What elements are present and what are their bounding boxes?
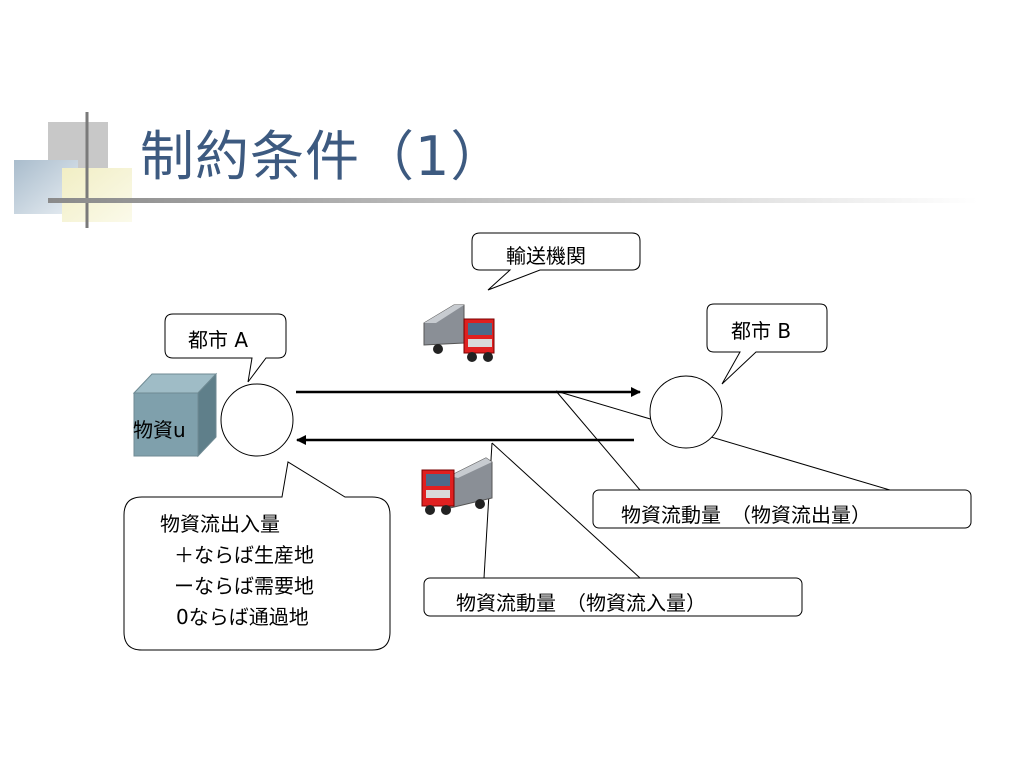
net-flow-text: 物資流出入量 ＋ならば生産地 ーならば需要地 0ならば通過地 [160,509,314,633]
net-flow-line: ＋ならば生産地 [174,543,314,567]
city-b-label: 都市 B [731,319,792,343]
city-a-node [220,383,294,457]
truck-icon [421,457,493,515]
title-rule [48,198,978,203]
outflow-label-box [592,489,972,529]
slide-title: 制約条件（1） [140,125,506,188]
net-flow-callout [123,461,391,651]
transport-callout [471,232,641,291]
goods-box-icon [132,372,218,458]
net-flow-line: 0ならば通過地 [176,605,309,629]
transport-label: 輸送機関 [506,244,586,268]
net-flow-line: ーならば需要地 [174,574,314,598]
corner-decoration [14,112,132,228]
city-b-node [649,375,723,449]
inflow-label-box [423,577,803,617]
truck-icon [423,304,495,362]
city-b-callout [706,303,828,385]
city-a-callout [164,313,287,383]
goods-label: 物資u [133,418,186,442]
city-a-label: 都市 A [188,328,249,352]
net-flow-line: 物資流出入量 [160,512,280,536]
outflow-label: 物資流動量 （物資流出量） [621,503,871,527]
inflow-label: 物資流動量 （物資流入量） [456,591,706,615]
